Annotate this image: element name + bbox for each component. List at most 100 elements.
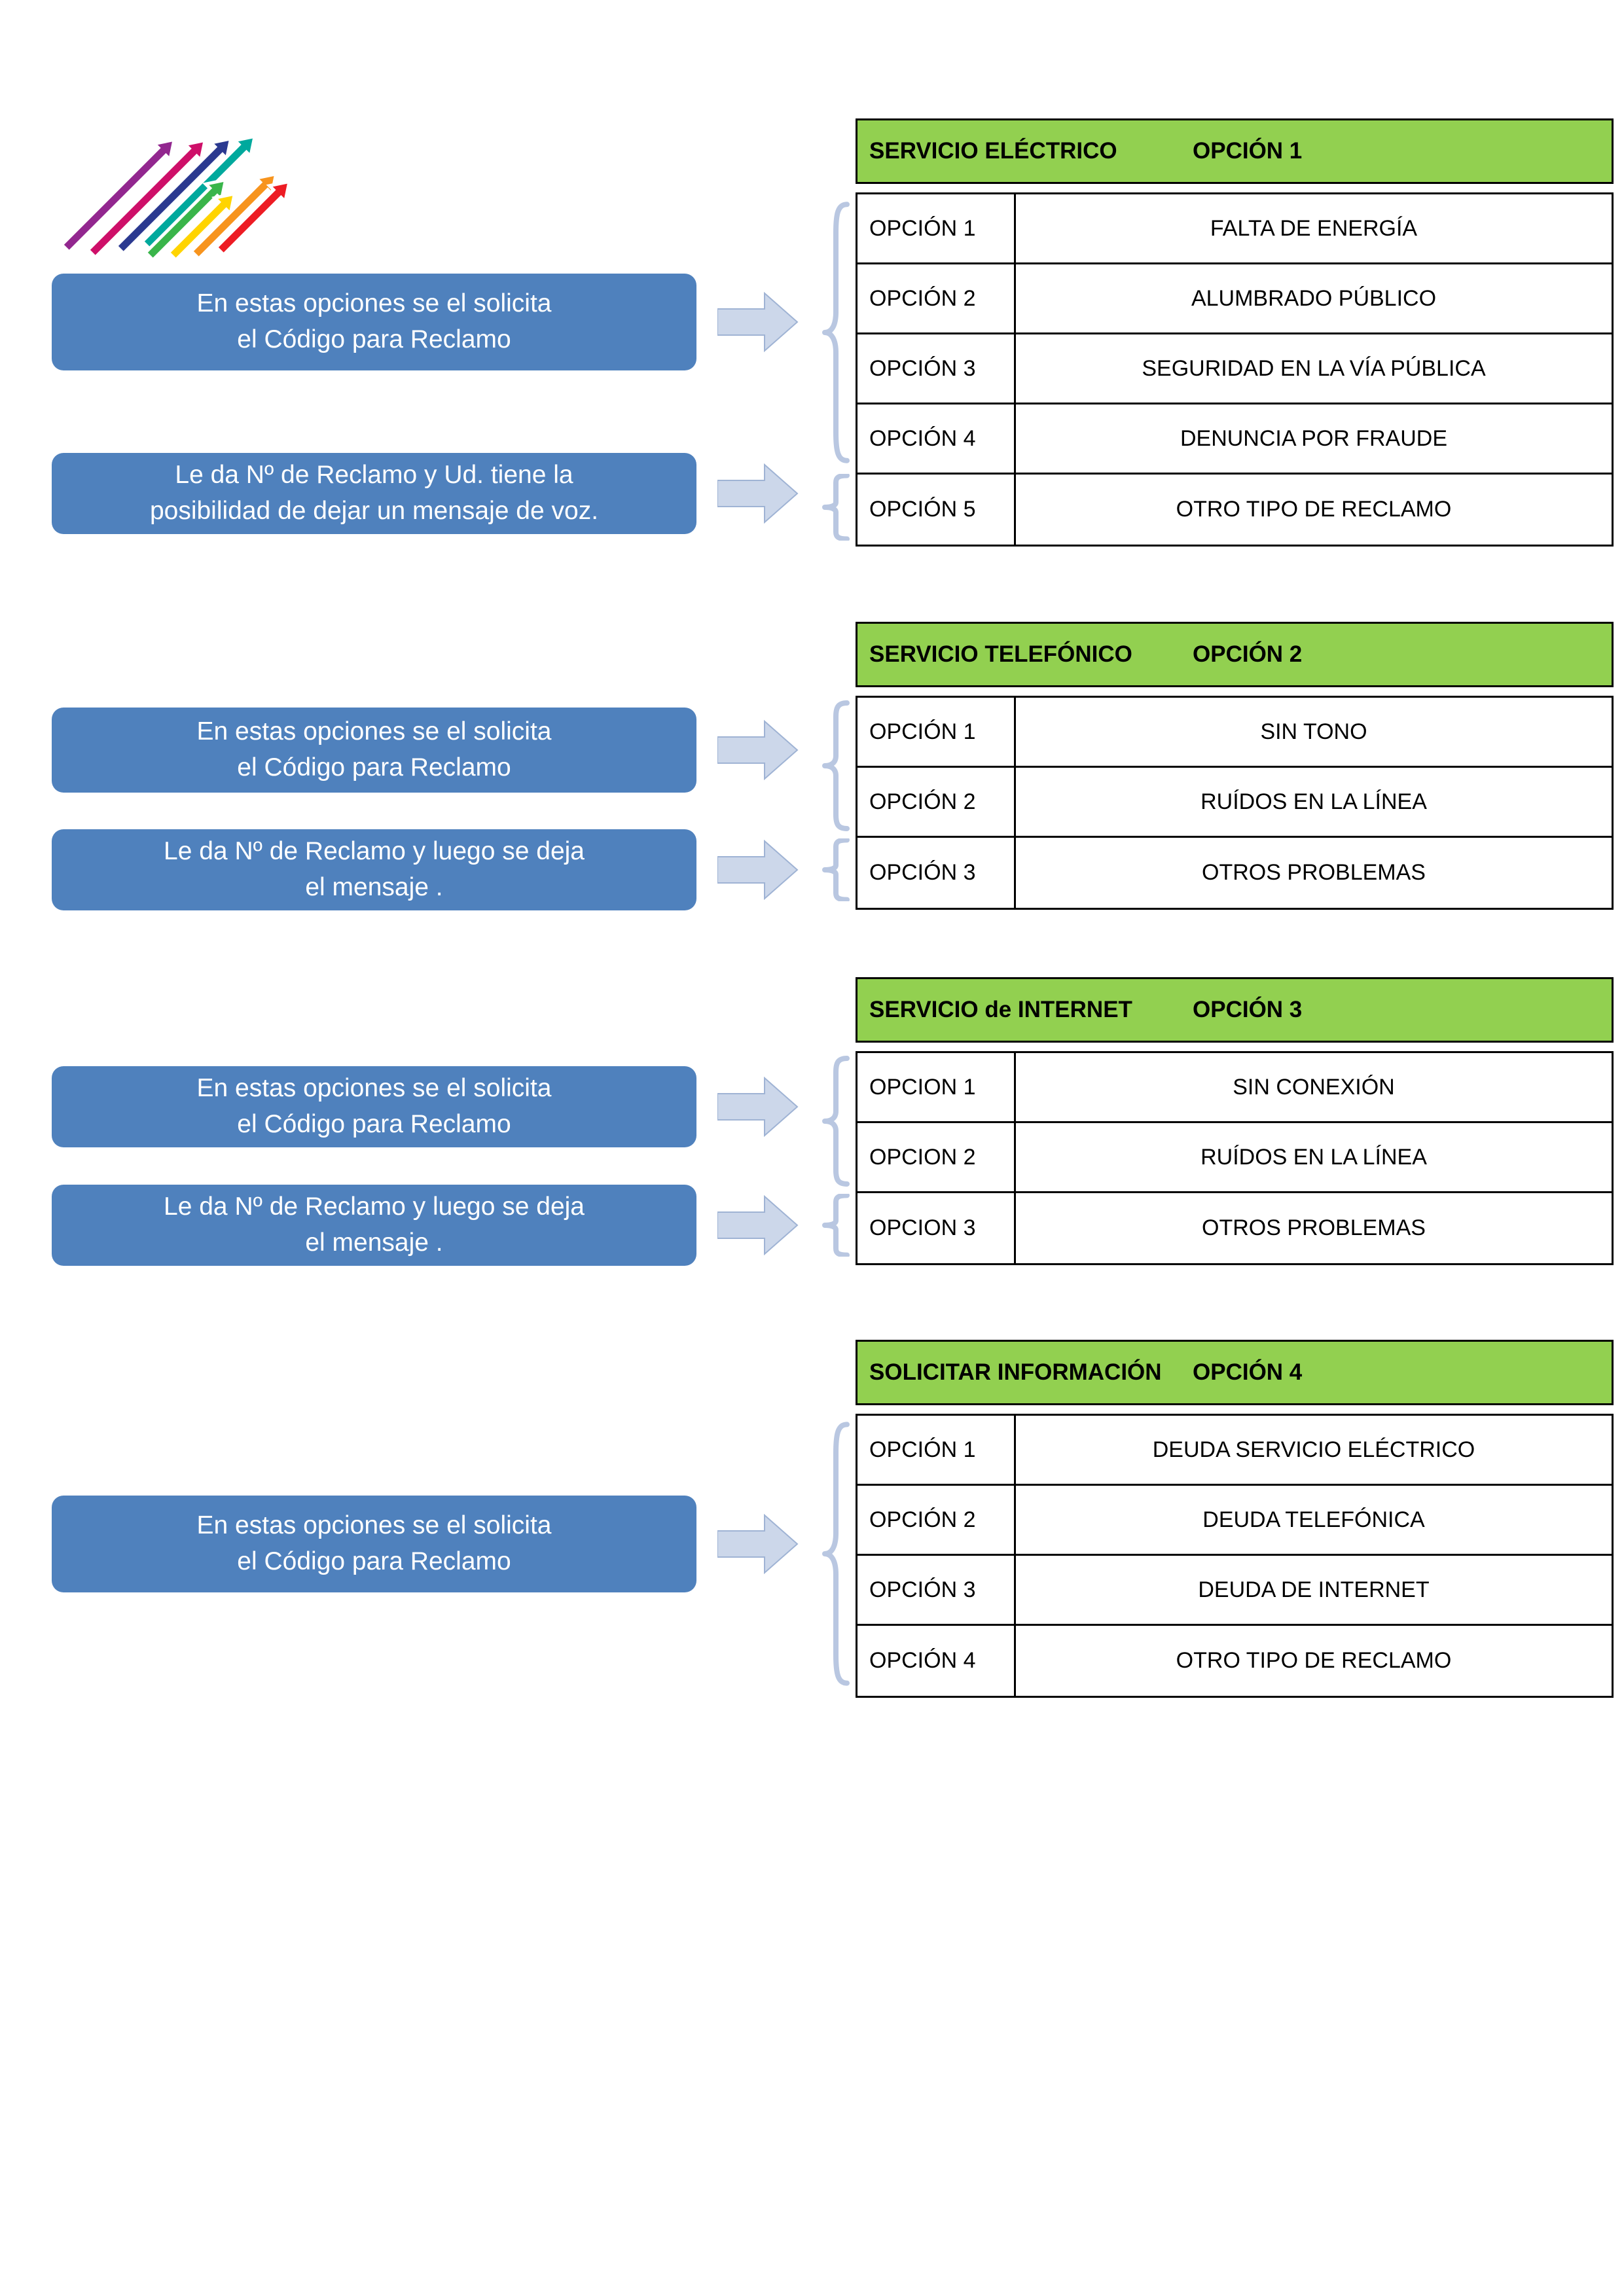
- description-cell: SEGURIDAD EN LA VÍA PÚBLICA: [1142, 355, 1486, 381]
- description-cell: FALTA DE ENERGÍA: [1210, 215, 1418, 241]
- table-body-servicio-electrico: OPCIÓN 1 FALTA DE ENERGÍA OPCIÓN 2 ALUMB…: [856, 192, 1614, 547]
- callout-solicita-codigo: En estas opciones se el solicita el Códi…: [52, 1066, 696, 1147]
- table-header-servicio-electrico: SERVICIO ELÉCTRICO OPCIÓN 1: [856, 118, 1614, 184]
- left-brace-icon: [818, 838, 854, 901]
- description-cell: DEUDA SERVICIO ELÉCTRICO: [1152, 1437, 1475, 1462]
- description-cell: SIN TONO: [1260, 719, 1367, 744]
- option-cell: OPCION 1: [857, 1053, 1016, 1121]
- description-cell: OTRO TIPO DE RECLAMO: [1176, 1648, 1452, 1673]
- right-arrow-icon: [717, 1514, 799, 1574]
- callout-line: En estas opciones se el solicita: [196, 289, 552, 318]
- description-cell: DEUDA TELEFÓNICA: [1202, 1507, 1425, 1532]
- table-option-label: OPCIÓN 4: [1193, 1359, 1303, 1385]
- table-title: SOLICITAR INFORMACIÓN: [869, 1359, 1162, 1385]
- table-row: OPCIÓN 5 OTRO TIPO DE RECLAMO: [857, 475, 1612, 545]
- right-arrow-icon: [717, 720, 799, 780]
- callout-line: Le da Nº de Reclamo y Ud. tiene la: [175, 461, 573, 490]
- option-cell: OPCIÓN 1: [857, 1416, 1016, 1484]
- left-brace-icon: [818, 700, 854, 832]
- option-cell: OPCIÓN 2: [857, 1486, 1016, 1554]
- table-title: SERVICIO de INTERNET: [869, 997, 1132, 1022]
- callout-solicita-codigo: En estas opciones se el solicita el Códi…: [52, 708, 696, 793]
- description-cell: SIN CONEXIÓN: [1233, 1074, 1395, 1100]
- table-row: OPCIÓN 1 DEUDA SERVICIO ELÉCTRICO: [857, 1416, 1612, 1486]
- description-cell: OTROS PROBLEMAS: [1202, 860, 1426, 885]
- callout-line: el Código para Reclamo: [237, 1547, 511, 1575]
- description-cell: ALUMBRADO PÚBLICO: [1191, 285, 1437, 311]
- table-header-solicitar-informacion: SOLICITAR INFORMACIÓN OPCIÓN 4: [856, 1340, 1614, 1405]
- table-row: OPCIÓN 2 RUÍDOS EN LA LÍNEA: [857, 768, 1612, 838]
- callout-numero-reclamo-mensaje: Le da Nº de Reclamo y luego se deja el m…: [52, 1185, 696, 1266]
- table-option-label: OPCIÓN 1: [1193, 138, 1303, 164]
- logo-arrow: [213, 179, 292, 257]
- table-header-servicio-internet: SERVICIO de INTERNET OPCIÓN 3: [856, 977, 1614, 1043]
- description-cell: RUÍDOS EN LA LÍNEA: [1200, 789, 1427, 814]
- table-row: OPCIÓN 3 SEGURIDAD EN LA VÍA PÚBLICA: [857, 334, 1612, 404]
- callout-line: En estas opciones se el solicita: [196, 717, 552, 746]
- table-row: OPCION 2 RUÍDOS EN LA LÍNEA: [857, 1123, 1612, 1193]
- callout-line: Le da Nº de Reclamo y luego se deja: [164, 1193, 585, 1221]
- left-brace-icon: [818, 1418, 854, 1690]
- option-cell: OPCION 2: [857, 1123, 1016, 1191]
- option-cell: OPCIÓN 2: [857, 264, 1016, 332]
- right-arrow-icon: [717, 292, 799, 352]
- table-row: OPCIÓN 4 OTRO TIPO DE RECLAMO: [857, 1626, 1612, 1696]
- callout-solicita-codigo: En estas opciones se el solicita el Códi…: [52, 1496, 696, 1592]
- callout-line: En estas opciones se el solicita: [196, 1511, 552, 1540]
- table-row: OPCIÓN 1 SIN TONO: [857, 698, 1612, 768]
- logo-arrow: [166, 191, 237, 259]
- right-arrow-icon: [717, 840, 799, 900]
- left-brace-icon: [818, 198, 854, 467]
- option-cell: OPCIÓN 3: [857, 1556, 1016, 1624]
- table-row: OPCION 3 OTROS PROBLEMAS: [857, 1193, 1612, 1263]
- table-header-servicio-telefonico: SERVICIO TELEFÓNICO OPCIÓN 2: [856, 622, 1614, 687]
- callout-numero-reclamo-voz: Le da Nº de Reclamo y Ud. tiene la posib…: [52, 453, 696, 534]
- callout-line: posibilidad de dejar un mensaje de voz.: [149, 497, 599, 525]
- option-cell: OPCIÓN 2: [857, 768, 1016, 836]
- callout-line: En estas opciones se el solicita: [196, 1074, 552, 1103]
- option-cell: OPCIÓN 3: [857, 838, 1016, 908]
- table-body-servicio-telefonico: OPCIÓN 1 SIN TONO OPCIÓN 2 RUÍDOS EN LA …: [856, 696, 1614, 910]
- table-body-solicitar-informacion: OPCIÓN 1 DEUDA SERVICIO ELÉCTRICO OPCIÓN…: [856, 1414, 1614, 1698]
- callout-line: el mensaje .: [305, 873, 443, 901]
- right-arrow-icon: [717, 463, 799, 524]
- table-row: OPCIÓN 3 DEUDA DE INTERNET: [857, 1556, 1612, 1626]
- logo-arrow: [143, 177, 228, 259]
- logo-arrow: [59, 137, 177, 255]
- table-body-servicio-internet: OPCION 1 SIN CONEXIÓN OPCION 2 RUÍDOS EN…: [856, 1051, 1614, 1265]
- table-title: SERVICIO TELEFÓNICO: [869, 641, 1132, 667]
- table-title: SERVICIO ELÉCTRICO: [869, 138, 1117, 164]
- callout-line: el Código para Reclamo: [237, 753, 511, 781]
- option-cell: OPCIÓN 3: [857, 334, 1016, 403]
- right-arrow-icon: [717, 1077, 799, 1137]
- description-cell: OTROS PROBLEMAS: [1202, 1215, 1426, 1240]
- description-cell: DEUDA DE INTERNET: [1198, 1577, 1430, 1602]
- table-row: OPCION 1 SIN CONEXIÓN: [857, 1053, 1612, 1123]
- callout-line: el Código para Reclamo: [237, 1110, 511, 1138]
- callout-line: Le da Nº de Reclamo y luego se deja: [164, 837, 585, 866]
- logo-arrow: [113, 136, 233, 256]
- option-cell: OPCIÓN 4: [857, 404, 1016, 473]
- option-cell: OPCION 3: [857, 1193, 1016, 1263]
- description-cell: DENUNCIA POR FRAUDE: [1180, 425, 1448, 451]
- table-row: OPCIÓN 3 OTROS PROBLEMAS: [857, 838, 1612, 908]
- option-cell: OPCIÓN 5: [857, 475, 1016, 545]
- left-brace-icon: [818, 1194, 854, 1257]
- right-arrow-icon: [717, 1195, 799, 1255]
- multicolor-arrows-logo: [58, 110, 326, 259]
- left-brace-icon: [818, 1055, 854, 1187]
- logo-arrow: [85, 138, 208, 259]
- option-cell: OPCIÓN 4: [857, 1626, 1016, 1696]
- description-cell: OTRO TIPO DE RECLAMO: [1176, 497, 1452, 522]
- table-option-label: OPCIÓN 3: [1193, 997, 1303, 1022]
- table-row: OPCIÓN 2 ALUMBRADO PÚBLICO: [857, 264, 1612, 334]
- table-row: OPCIÓN 2 DEUDA TELEFÓNICA: [857, 1486, 1612, 1556]
- callout-line: el Código para Reclamo: [237, 325, 511, 353]
- description-cell: RUÍDOS EN LA LÍNEA: [1200, 1144, 1427, 1170]
- table-row: OPCIÓN 4 DENUNCIA POR FRAUDE: [857, 404, 1612, 475]
- callout-numero-reclamo-mensaje: Le da Nº de Reclamo y luego se deja el m…: [52, 829, 696, 910]
- left-brace-icon: [818, 474, 854, 541]
- option-cell: OPCIÓN 1: [857, 194, 1016, 262]
- table-row: OPCIÓN 1 FALTA DE ENERGÍA: [857, 194, 1612, 264]
